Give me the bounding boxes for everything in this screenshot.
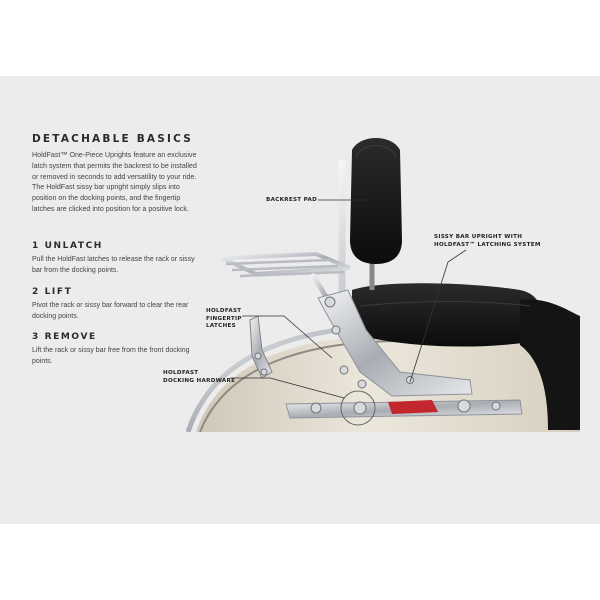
side-plate	[317, 289, 473, 397]
step-remove-heading: 3 REMOVE	[32, 332, 97, 342]
step-remove-text: Lift the rack or sissy bar free from the…	[32, 347, 190, 365]
callout-docking-hardware: HOLDFAST DOCKING HARDWARE	[163, 370, 235, 385]
step-unlatch-text: Pull the HoldFast latches to release the…	[32, 256, 195, 274]
callout-latches-line1: HOLDFAST	[206, 308, 242, 314]
page-title: DETACHABLE BASICS	[32, 133, 193, 145]
seat	[352, 283, 545, 347]
callout-docking-line1: HOLDFAST	[163, 370, 199, 376]
reflector	[388, 400, 438, 414]
callout-docking-line2: DOCKING HARDWARE	[163, 377, 236, 384]
callout-upright-line2: HOLDFAST™ LATCHING SYSTEM	[434, 241, 541, 248]
callout-latches-line2: FINGERTIP	[206, 315, 242, 322]
callout-upright-line1: SISSY BAR UPRIGHT WITH	[434, 234, 523, 240]
callout-sissy-bar-upright: SISSY BAR UPRIGHT WITH HOLDFAST™ LATCHIN…	[434, 234, 541, 249]
step-unlatch-heading: 1 UNLATCH	[32, 241, 103, 251]
callout-backrest-pad: BACKREST PAD	[266, 197, 317, 205]
backrest-pad	[350, 138, 402, 264]
callout-latches-line3: LATCHES	[206, 323, 237, 329]
intro-paragraph: HoldFast™ One-Piece Uprights feature an …	[32, 151, 197, 213]
callout-backrest-label: BACKREST PAD	[266, 197, 318, 203]
step-lift-heading: 2 LIFT	[32, 287, 73, 297]
callout-fingertip-latches: HOLDFAST FINGERTIP LATCHES	[206, 308, 242, 331]
step-lift-text: Pivot the rack or sissy bar forward to c…	[32, 302, 189, 320]
